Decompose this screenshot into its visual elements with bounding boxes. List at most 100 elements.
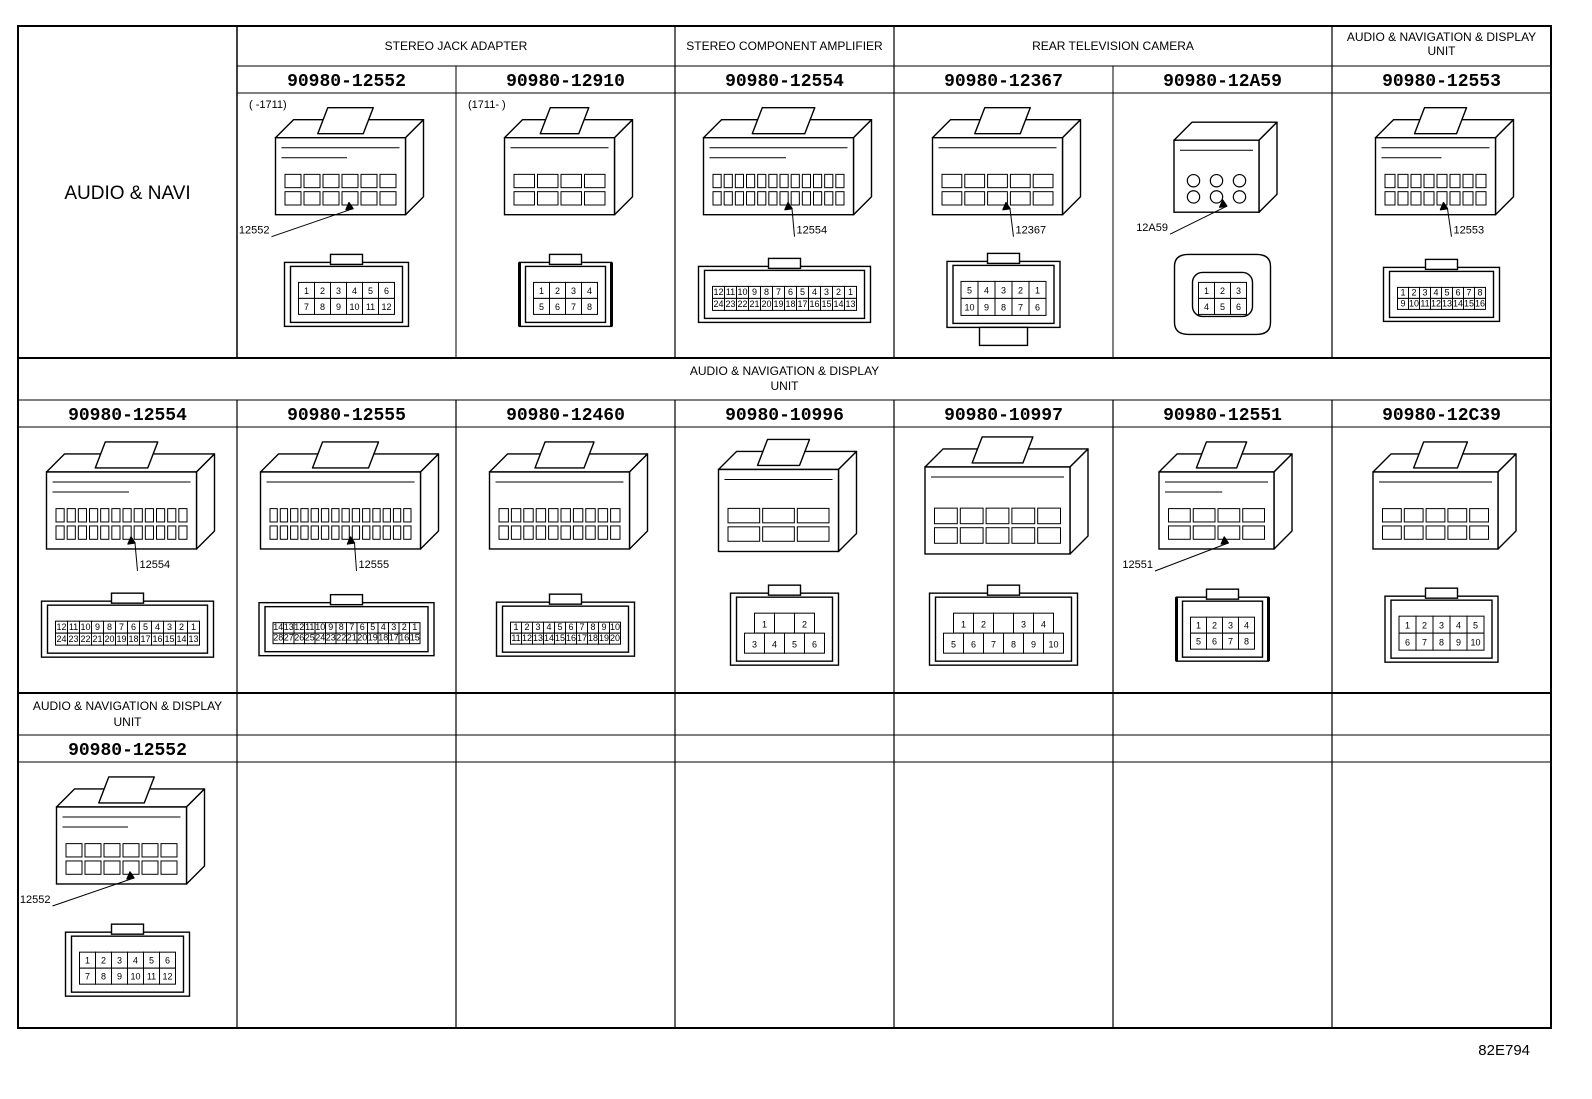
- pin-number: 11: [511, 633, 520, 643]
- pin-number: 4: [546, 622, 551, 632]
- pin-number: 9: [752, 287, 757, 297]
- pin-number: 10: [315, 622, 325, 632]
- terminal-cavity: [723, 173, 733, 189]
- connector-latch: [534, 441, 595, 469]
- pin-number: 12: [1431, 298, 1441, 308]
- terminal-cavity: [1242, 525, 1265, 540]
- terminal-cavity: [77, 525, 88, 540]
- pin-number: 9: [328, 622, 333, 632]
- date-note: (1711- ): [468, 99, 506, 111]
- terminal-cavity: [144, 508, 154, 523]
- connector-latch: [94, 441, 159, 469]
- terminal-cavity: [1037, 527, 1061, 544]
- terminal-cavity: [610, 525, 621, 540]
- part-number: 90980-12551: [1163, 406, 1282, 426]
- pin-number: 3: [752, 640, 757, 650]
- pin-number: 8: [1244, 637, 1249, 647]
- terminal-cavity: [1382, 525, 1402, 540]
- pin-number: 2: [1018, 286, 1023, 296]
- pin-number: 1: [1405, 620, 1410, 630]
- terminal-cavity: [66, 508, 76, 523]
- terminal-cavity: [523, 508, 534, 523]
- pin-number: 17: [389, 633, 399, 643]
- terminal-cavity: [310, 525, 319, 540]
- pin-number: 17: [140, 634, 150, 644]
- terminal-cavity: [103, 860, 121, 875]
- terminal-cavity: [757, 173, 767, 189]
- connector-latch: [539, 107, 590, 135]
- terminal-cavity: [331, 508, 340, 523]
- terminal-cavity: [941, 191, 963, 206]
- pin-number: 3: [117, 956, 122, 966]
- pin-number: 16: [152, 634, 162, 644]
- part-number: 90980-12555: [287, 406, 406, 426]
- pin-number: 6: [971, 640, 976, 650]
- pin-number: 5: [792, 640, 797, 650]
- connector-latch: [311, 441, 380, 469]
- pin-number: 10: [349, 302, 359, 312]
- pin-number: 9: [1031, 640, 1036, 650]
- pin-number: 1: [304, 286, 309, 296]
- pin-number: 5: [800, 287, 805, 297]
- terminal-cavity: [964, 173, 986, 189]
- connector-front-face: [1158, 471, 1275, 550]
- callout-label: 12554: [797, 225, 828, 237]
- pin-number: 2: [836, 287, 841, 297]
- pin-face-lock: [1424, 587, 1459, 599]
- callout-leader: [271, 208, 354, 238]
- terminal-cavity: [1032, 173, 1054, 189]
- pin-face-lock: [1424, 258, 1459, 271]
- terminal-cavity: [1447, 508, 1468, 523]
- terminal-cavity: [65, 843, 83, 858]
- connector-front-face: [924, 466, 1071, 555]
- pin-number: 3: [167, 622, 172, 632]
- pin-cell: [187, 632, 200, 646]
- pin-cell: [1474, 297, 1486, 310]
- terminal-cavity: [597, 508, 609, 523]
- pin-number: 19: [599, 633, 609, 643]
- callout-arrow: [127, 536, 136, 545]
- pin-number: 28: [273, 633, 283, 643]
- pin-number: 4: [1433, 287, 1438, 297]
- pin-number: 18: [378, 633, 388, 643]
- pin-number: 20: [610, 633, 620, 643]
- pin-number: 6: [384, 286, 389, 296]
- terminal-cavity: [300, 525, 309, 540]
- pin-number: 5: [1220, 302, 1225, 312]
- connector-latch: [317, 107, 374, 135]
- pin-number: 27: [284, 633, 294, 643]
- terminal-cavity: [1423, 173, 1435, 189]
- terminal-cavity: [379, 173, 397, 189]
- terminal-cavity: [523, 525, 534, 540]
- terminal-cavity: [160, 843, 178, 858]
- terminal-cavity: [1232, 173, 1247, 188]
- terminal-cavity: [712, 191, 722, 206]
- terminal-cavity: [351, 525, 361, 540]
- pin-number: 10: [610, 622, 620, 632]
- pin-number: 7: [349, 622, 354, 632]
- terminal-cavity: [1425, 508, 1446, 523]
- pin-number: 3: [1236, 286, 1241, 296]
- terminal-cavity: [584, 173, 606, 189]
- terminal-cavity: [762, 526, 795, 542]
- pin-number: 10: [80, 622, 90, 632]
- callout-arrow: [126, 871, 135, 880]
- terminal-cavity: [279, 525, 289, 540]
- group-label: UNIT: [114, 715, 143, 729]
- terminal-cavity: [89, 525, 99, 540]
- pin-number: 2: [802, 620, 807, 630]
- pin-number: 8: [764, 287, 769, 297]
- pin-number: 7: [304, 302, 309, 312]
- pin-number: 7: [1422, 637, 1427, 647]
- pin-number: 1: [539, 286, 544, 296]
- group-label: STEREO COMPONENT AMPLIFIER: [686, 39, 883, 53]
- terminal-cavity: [985, 527, 1010, 544]
- pin-number: 2: [320, 286, 325, 296]
